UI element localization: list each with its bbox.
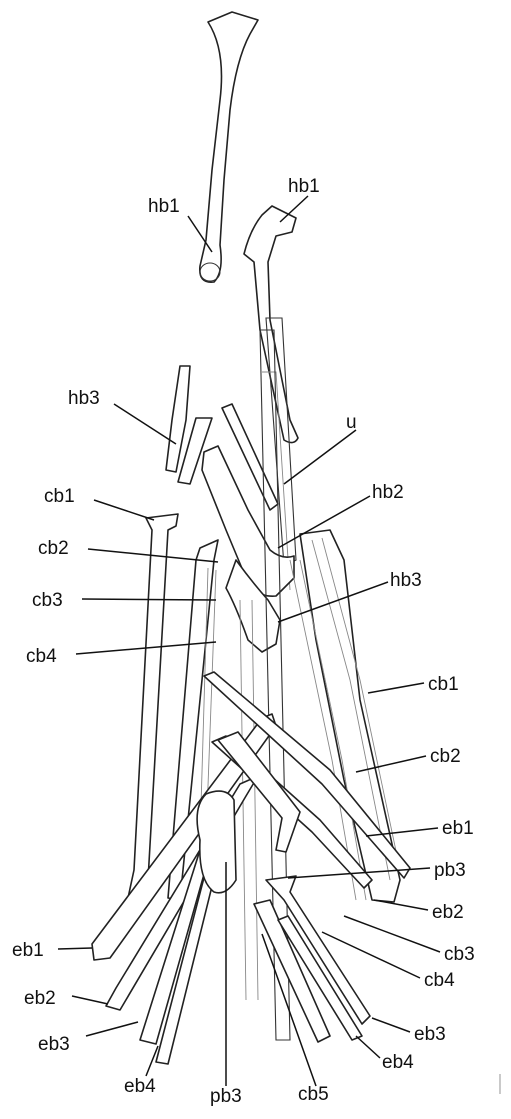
label-cb2-left: cb2 <box>38 538 69 559</box>
label-pb3-right: pb3 <box>434 860 466 881</box>
label-eb3-left: eb3 <box>38 1034 70 1055</box>
label-hb2: hb2 <box>372 482 404 503</box>
label-pb3-bottom: pb3 <box>210 1086 242 1107</box>
leader-eb1-left <box>58 948 92 949</box>
label-cb4-right: cb4 <box>424 970 455 991</box>
leader-eb2-right <box>374 900 428 910</box>
label-eb4-bottom: eb4 <box>124 1076 156 1097</box>
leader-cb1-right <box>368 683 424 693</box>
label-eb1-left: eb1 <box>12 940 44 961</box>
label-cb1-right: cb1 <box>428 674 459 695</box>
leader-cb3-left <box>82 599 216 600</box>
label-eb4-right: eb4 <box>382 1052 414 1073</box>
leader-cb1-left <box>94 500 154 520</box>
label-hb1-left: hb1 <box>148 196 180 217</box>
leader-eb3-left <box>86 1022 138 1036</box>
label-cb3-left: cb3 <box>32 590 63 611</box>
label-cb5-bottom: cb5 <box>298 1084 329 1105</box>
label-eb2-right: eb2 <box>432 902 464 923</box>
leader-eb2-left <box>72 996 108 1004</box>
label-u: u <box>346 412 357 433</box>
label-hb1-right: hb1 <box>288 176 320 197</box>
label-cb4-left: cb4 <box>26 646 57 667</box>
leader-eb4-right <box>356 1036 380 1058</box>
label-eb2-left: eb2 <box>24 988 56 1009</box>
label-hb3-right: hb3 <box>390 570 422 591</box>
leader-eb3-right <box>372 1018 410 1032</box>
labels: hb1 hb1 u hb3 hb2 hb3 cb1 cb2 cb3 cb4 cb… <box>12 176 475 1107</box>
bone-outlines <box>92 12 410 1064</box>
leader-cb3-right <box>344 916 440 952</box>
label-hb3-left: hb3 <box>68 388 100 409</box>
label-eb1-right: eb1 <box>442 818 474 839</box>
label-eb3-right: eb3 <box>414 1024 446 1045</box>
leader-hb3-left <box>114 404 176 444</box>
label-cb1-left: cb1 <box>44 486 75 507</box>
hypobranchial-1-right-bone <box>244 206 298 443</box>
label-cb2-right: cb2 <box>430 746 461 767</box>
label-cb3-right: cb3 <box>444 944 475 965</box>
